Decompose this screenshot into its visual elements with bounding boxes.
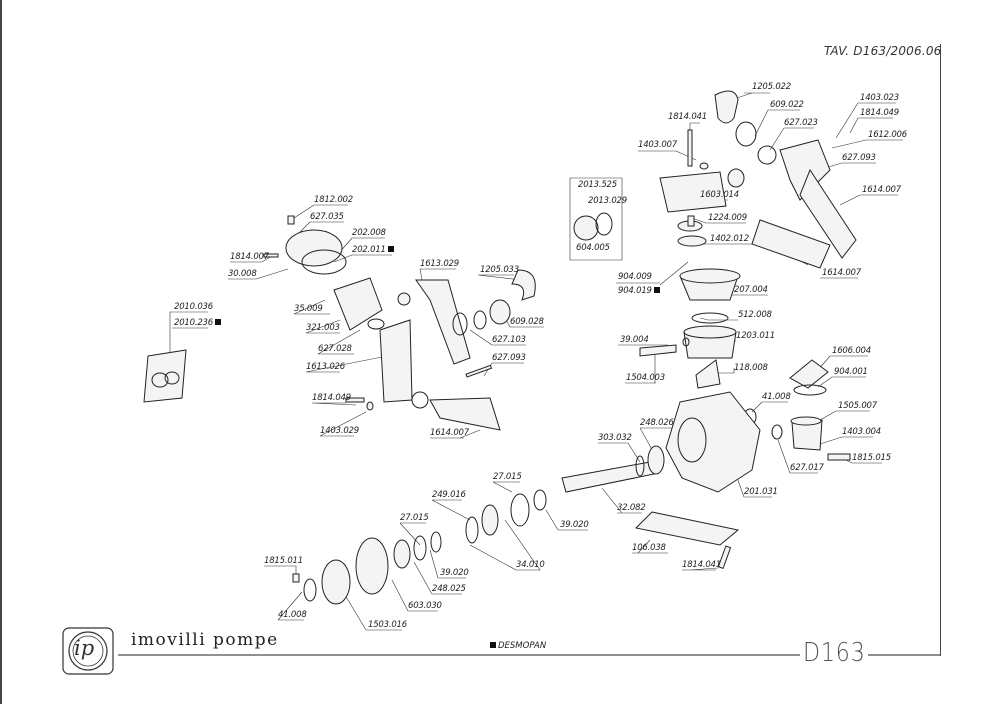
frame-right-border: [940, 44, 941, 656]
part-label[interactable]: 41.008: [278, 610, 307, 620]
part-label[interactable]: 1612.006: [868, 130, 907, 140]
part-label[interactable]: 1614.007: [430, 428, 469, 438]
part-label[interactable]: 1403.004: [842, 427, 881, 437]
part-label[interactable]: 32.082: [617, 503, 646, 513]
part-label[interactable]: 1403.029: [320, 426, 359, 436]
part-label[interactable]: 1814.049: [860, 108, 899, 118]
part-shapes: [143, 90, 857, 605]
drawing-table-number: TAV. D163/2006.06: [824, 44, 942, 58]
part-label[interactable]: 27.015: [493, 472, 522, 482]
part-label[interactable]: 2013.525: [578, 180, 617, 190]
part-label[interactable]: 201.031: [744, 487, 778, 497]
logo-lettering: ip: [74, 636, 95, 660]
part-label[interactable]: 303.032: [598, 433, 632, 443]
part-label[interactable]: 118.008: [734, 363, 768, 373]
part-label[interactable]: 604.005: [576, 243, 610, 253]
part-label[interactable]: 2010.036: [174, 302, 213, 312]
part-label[interactable]: 30.008: [228, 269, 257, 279]
ip-logo-icon: [62, 627, 114, 675]
part-label[interactable]: 1814.049: [312, 393, 351, 403]
part-label[interactable]: 202.008: [352, 228, 386, 238]
part-label[interactable]: 609.022: [770, 100, 804, 110]
part-label[interactable]: 1814.041: [668, 112, 707, 122]
part-label[interactable]: 1812.002: [314, 195, 353, 205]
desmopan-mark: [490, 642, 496, 648]
part-label[interactable]: 609.028: [510, 317, 544, 327]
part-label[interactable]: 1503.016: [368, 620, 407, 630]
part-label[interactable]: 2013.029: [588, 196, 627, 206]
part-label[interactable]: 39.004: [620, 335, 649, 345]
part-label[interactable]: 1814.007: [230, 252, 269, 262]
part-label[interactable]: 627.093: [492, 353, 526, 363]
part-label-desmopan[interactable]: 202.011: [352, 245, 394, 255]
part-label[interactable]: 1504.003: [626, 373, 665, 383]
part-label[interactable]: 627.093: [842, 153, 876, 163]
part-label[interactable]: 34.010: [516, 560, 545, 570]
part-label[interactable]: 1815.015: [852, 453, 891, 463]
part-label[interactable]: 321.003: [306, 323, 340, 333]
part-label[interactable]: 1603.014: [700, 190, 739, 200]
part-label[interactable]: 1613.029: [420, 259, 459, 269]
part-label[interactable]: 27.015: [400, 513, 429, 523]
part-label[interactable]: 248.025: [432, 584, 466, 594]
part-label[interactable]: 35.009: [294, 304, 323, 314]
part-label[interactable]: 39.020: [560, 520, 589, 530]
desmopan-mark: [653, 287, 660, 293]
part-label[interactable]: 1205.033: [480, 265, 519, 275]
part-label[interactable]: 249.016: [432, 490, 466, 500]
part-label[interactable]: 1614.007: [822, 268, 861, 278]
part-label[interactable]: 512.008: [738, 310, 772, 320]
part-label[interactable]: 1403.007: [638, 140, 677, 150]
part-label[interactable]: 41.008: [762, 392, 791, 402]
part-label[interactable]: 207.004: [734, 285, 768, 295]
part-label[interactable]: 627.035: [310, 212, 344, 222]
part-label-desmopan[interactable]: 904.019: [618, 286, 660, 296]
part-label[interactable]: 1203.011: [736, 331, 775, 341]
part-label[interactable]: 627.103: [492, 335, 526, 345]
desmopan-legend-text: DESMOPAN: [498, 641, 547, 651]
part-label[interactable]: 1402.012: [710, 234, 749, 244]
part-label[interactable]: 106.038: [632, 543, 666, 553]
part-label[interactable]: 1815.011: [264, 556, 303, 566]
part-label[interactable]: 1224.009: [708, 213, 747, 223]
part-label[interactable]: 627.017: [790, 463, 824, 473]
desmopan-mark: [387, 246, 394, 252]
leader-lines: [169, 92, 903, 631]
part-label[interactable]: 1606.004: [832, 346, 871, 356]
part-label[interactable]: 1614.007: [862, 185, 901, 195]
part-label[interactable]: 1505.007: [838, 401, 877, 411]
part-label[interactable]: 904.001: [834, 367, 868, 377]
desmopan-mark: [214, 319, 221, 325]
part-label[interactable]: 627.028: [318, 344, 352, 354]
pump-model: D163: [803, 638, 866, 668]
part-label[interactable]: 603.030: [408, 601, 442, 611]
part-label[interactable]: 1403.023: [860, 93, 899, 103]
brand-name: imovilli pompe: [131, 630, 279, 650]
part-label[interactable]: 39.020: [440, 568, 469, 578]
part-label[interactable]: 248.026: [640, 418, 674, 428]
part-label[interactable]: 904.009: [618, 272, 652, 282]
desmopan-legend: DESMOPAN: [490, 641, 546, 651]
frame-left-border: [0, 0, 2, 704]
part-label[interactable]: 627.023: [784, 118, 818, 128]
part-label[interactable]: 1205.022: [752, 82, 791, 92]
part-label-desmopan[interactable]: 2010.236: [174, 318, 221, 328]
part-label[interactable]: 1613.026: [306, 362, 345, 372]
part-label[interactable]: 1814.041: [682, 560, 721, 570]
